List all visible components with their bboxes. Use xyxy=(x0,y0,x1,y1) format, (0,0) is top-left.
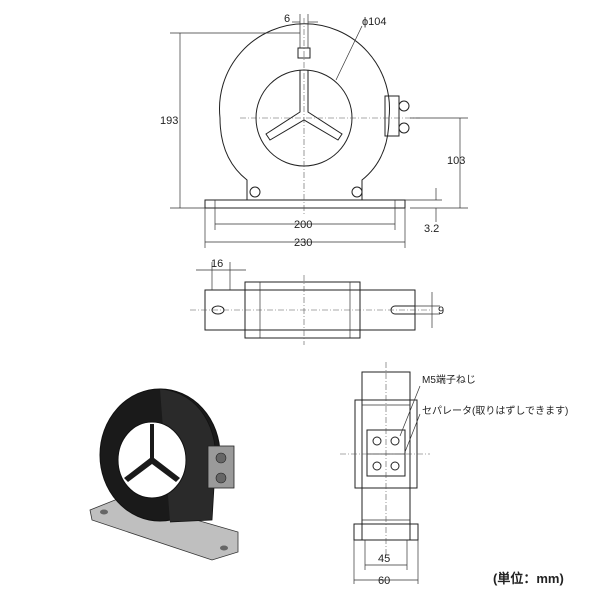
product-illustration xyxy=(89,388,239,561)
leader-separator xyxy=(404,413,421,453)
dim-total-height-label: 193 xyxy=(160,115,178,127)
label-terminal-screw: M5端子ねじ xyxy=(422,373,476,386)
front-outer-body xyxy=(219,23,390,200)
top-view: 16 9 xyxy=(190,258,444,345)
illus-terminal-screw-bottom xyxy=(215,472,227,484)
dim-base-length-label: 230 xyxy=(294,237,312,249)
dim-overall-width-label: 60 xyxy=(378,575,390,587)
label-separator: セパレータ(取りはずしできます) xyxy=(422,405,568,417)
illus-mount-hole-right xyxy=(220,545,228,551)
dim-window-diameter-label: ϕ104 xyxy=(362,16,387,28)
front-terminal-block xyxy=(384,95,400,137)
unit-note: (単位：mm) xyxy=(493,571,564,586)
side-screw-2 xyxy=(390,436,400,446)
dim-base-thickness-label: 3.2 xyxy=(424,223,439,235)
side-screw-3 xyxy=(372,461,382,471)
side-view: M5端子ねじ セパレータ(取りはずしできます) 45 60 xyxy=(340,362,568,587)
dim-center-height-label: 103 xyxy=(447,155,465,167)
front-mount-hole-left xyxy=(249,186,261,198)
front-mount-hole-right xyxy=(351,186,363,198)
dim-mount-width-label: 45 xyxy=(378,553,390,565)
leader-terminal-screw xyxy=(399,385,421,437)
dim-top-slot-width-label: 9 xyxy=(438,305,444,317)
front-base-plate xyxy=(204,199,406,209)
dim-slot-width-label: 6 xyxy=(284,13,290,25)
front-terminal-screw-top xyxy=(398,100,410,112)
side-screw-1 xyxy=(372,436,382,446)
dim-hole-pitch-label: 200 xyxy=(294,219,312,231)
side-screw-4 xyxy=(390,461,400,471)
dim-diameter-leader xyxy=(335,25,363,81)
front-terminal-screw-bottom xyxy=(398,122,410,134)
illus-mount-hole-left xyxy=(100,509,108,515)
front-view: 6 ϕ104 193 103 3.2 200 230 xyxy=(160,13,468,249)
dim-slot-length-label: 16 xyxy=(211,258,223,270)
illus-separator xyxy=(124,424,180,482)
illus-terminal-screw-top xyxy=(215,452,227,464)
